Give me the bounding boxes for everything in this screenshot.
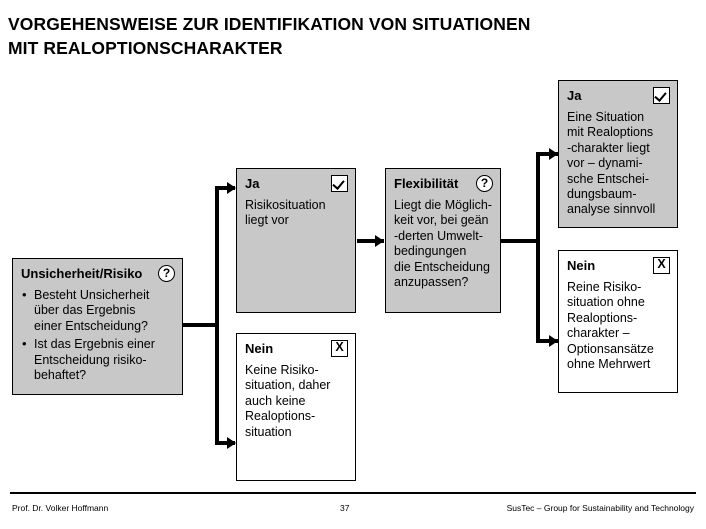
node-risk-yes-body: Risikosituation liegt vor <box>245 198 326 228</box>
node-uncertainty-bullets: Besteht Unsicherheit über das Ergebnis e… <box>21 287 175 383</box>
node-risk-no-title: Nein <box>245 341 274 356</box>
arrowhead-to-flex-no <box>549 335 558 347</box>
question-icon <box>476 175 493 192</box>
node-risk-no-body: Keine Risiko- situation, daher auch kein… <box>245 363 331 439</box>
node-flex-yes-body: Eine Situation mit Realoptions -charakte… <box>567 110 656 217</box>
node-risk-yes-header: Ja <box>245 175 348 192</box>
x-icon <box>331 340 348 357</box>
footer-divider <box>10 492 696 494</box>
node-risk-yes[interactable]: Ja Risikosituation liegt vor <box>236 168 356 313</box>
list-item: Ist das Ergebnis einer Entscheidung risi… <box>21 336 175 383</box>
node-flexibility-header: Flexibilität <box>394 175 493 192</box>
node-flex-yes[interactable]: Ja Eine Situation mit Realoptions -chara… <box>558 80 678 228</box>
connector-to-risk-yes <box>215 186 235 190</box>
node-flexibility[interactable]: Flexibilität Liegt die Möglich- keit vor… <box>385 168 501 313</box>
check-icon <box>653 87 670 104</box>
arrowhead-to-risk-yes <box>227 182 236 194</box>
node-risk-no[interactable]: Nein Keine Risiko- situation, daher auch… <box>236 333 356 481</box>
connector-risk-yes-to-flexibility <box>357 239 384 243</box>
arrowhead-to-risk-no <box>227 437 236 449</box>
connector-uncertainty-stem <box>183 323 219 327</box>
footer-author: Prof. Dr. Volker Hoffmann <box>12 503 109 513</box>
check-icon <box>331 175 348 192</box>
node-risk-no-header: Nein <box>245 340 348 357</box>
node-uncertainty-risk[interactable]: Unsicherheit/Risiko Besteht Unsicherheit… <box>12 258 183 395</box>
connector-to-risk-no <box>215 441 235 445</box>
node-uncertainty-header: Unsicherheit/Risiko <box>21 265 175 282</box>
footer-organization: SusTec – Group for Sustainability and Te… <box>506 503 694 513</box>
node-risk-yes-title: Ja <box>245 176 260 191</box>
connector-to-flex-yes <box>536 152 558 156</box>
node-flex-yes-header: Ja <box>567 87 670 104</box>
node-flexibility-body: Liegt die Möglich- keit vor, bei geän -d… <box>394 198 492 290</box>
connector-to-flex-no <box>536 339 558 343</box>
connector-uncertainty-split <box>215 186 219 445</box>
node-flex-no[interactable]: Nein Reine Risiko- situation ohne Realop… <box>558 250 678 393</box>
question-icon <box>158 265 175 282</box>
node-flexibility-title: Flexibilität <box>394 176 459 191</box>
node-flex-no-title: Nein <box>567 258 596 273</box>
x-icon <box>653 257 670 274</box>
connector-flexibility-stem <box>501 239 539 243</box>
node-uncertainty-title: Unsicherheit/Risiko <box>21 266 143 281</box>
node-flex-yes-title: Ja <box>567 88 582 103</box>
node-flex-no-body: Reine Risiko- situation ohne Realoptions… <box>567 280 654 372</box>
arrowhead-to-flexibility <box>375 235 384 247</box>
arrowhead-to-flex-yes <box>549 148 558 160</box>
footer-page-number: 37 <box>340 503 350 513</box>
connector-flexibility-split <box>536 152 540 343</box>
list-item: Besteht Unsicherheit über das Ergebnis e… <box>21 287 175 334</box>
node-flex-no-header: Nein <box>567 257 670 274</box>
page-title: VORGEHENSWEISE ZUR IDENTIFIKATION VON SI… <box>8 14 531 58</box>
